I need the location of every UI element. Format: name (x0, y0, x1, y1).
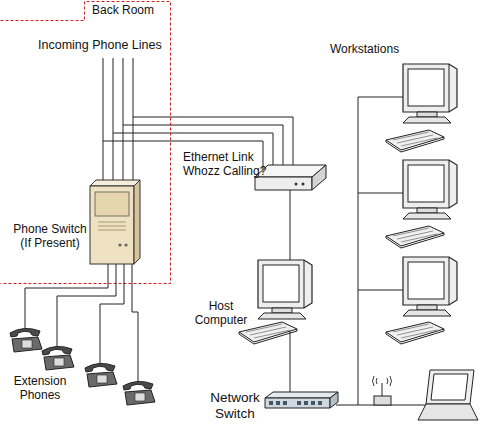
node-label: Ethernet Link Whozz Calling? (183, 150, 278, 179)
line-taps (103, 117, 171, 141)
switch-front (265, 398, 330, 408)
workstation-keyboard (386, 226, 444, 248)
unit-led (302, 183, 305, 186)
phone-line-connector (340, 352, 358, 405)
incoming-lines (103, 58, 133, 186)
node-label: Workstations (330, 42, 410, 56)
phone-drops (25, 318, 138, 383)
workstation-keyboard (386, 322, 444, 344)
unit-front (255, 177, 312, 190)
cabinet-panel (95, 192, 129, 216)
phone-icon (123, 381, 155, 405)
device-node: Ethernet Link Whozz Calling? (183, 150, 328, 194)
phone-switch-cabinet (90, 180, 140, 264)
cabinet-front (90, 186, 134, 264)
workstation-keyboard (386, 130, 444, 152)
phone-icon (85, 363, 117, 387)
host-keyboard (239, 322, 297, 344)
cabinet-knob (124, 243, 127, 246)
workstation-monitor (403, 64, 457, 123)
device-node: Host Computer (193, 255, 325, 350)
cabinet-knob (118, 243, 121, 246)
node-label: Network Switch (207, 390, 263, 422)
workstation-monitor (403, 160, 457, 219)
wireless-access-point (373, 376, 392, 405)
unit-led (295, 183, 298, 186)
node-label: Extension Phones (4, 374, 76, 403)
laptop-screen (431, 374, 468, 400)
device-node: Workstations (330, 40, 480, 352)
device-node: Phone Switch (If Present) (12, 178, 145, 270)
device-node: Network Switch (205, 380, 340, 425)
radio-waves (373, 376, 392, 386)
network-switch-device (265, 392, 338, 408)
switch-side (330, 392, 338, 408)
node-label: Phone Switch (If Present) (12, 222, 88, 251)
free-label: Incoming Phone Lines (38, 38, 208, 53)
cabinet-vents (98, 222, 126, 230)
device-node: Extension Phones (0, 318, 170, 413)
phone-icon (10, 328, 42, 352)
phone-line-connector (25, 270, 138, 318)
laptop (418, 370, 478, 420)
unit-side (312, 165, 326, 190)
cabinet-top (90, 180, 140, 186)
phone-line-connector (290, 194, 291, 255)
switch-top (265, 392, 338, 398)
laptop-base (418, 404, 478, 420)
ap-body (374, 396, 391, 405)
phone-line-connector (290, 350, 291, 380)
phone-icon (42, 346, 74, 370)
switch-ports (269, 401, 322, 405)
cabinet-side (134, 180, 140, 264)
phone-line-connector (171, 117, 293, 150)
host-monitor (258, 260, 312, 319)
node-label: Host Computer (193, 299, 249, 328)
laptop-lid (426, 370, 474, 404)
node-label: Back Room (92, 3, 162, 17)
antenna (382, 383, 383, 396)
workstation-monitor (403, 257, 457, 316)
